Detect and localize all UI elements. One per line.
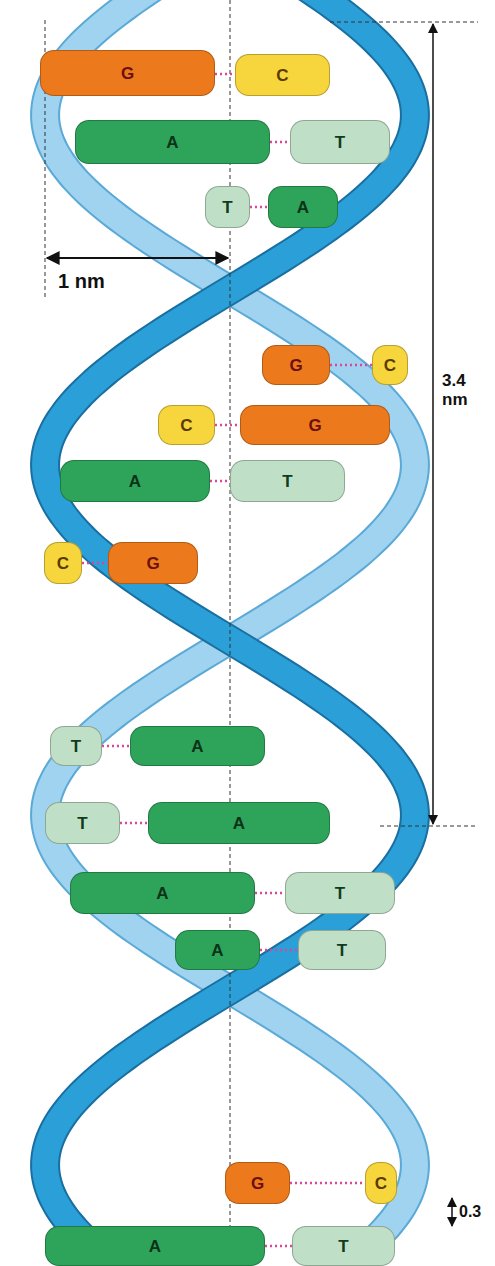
base-letter: T <box>338 1238 348 1255</box>
hydrogen-bond <box>290 1182 365 1185</box>
base-letter: G <box>308 417 321 434</box>
base-box: A <box>60 460 210 502</box>
base-box: T <box>292 1226 395 1266</box>
base-letter: T <box>222 199 232 216</box>
base-box: A <box>75 120 270 164</box>
dimension-arrow <box>451 1198 453 1226</box>
dimension-arrow <box>432 24 434 824</box>
base-letter: C <box>384 357 396 374</box>
base-box: T <box>298 930 386 970</box>
base-letter: C <box>375 1175 387 1192</box>
base-box: G <box>240 405 390 445</box>
dimension-label: 3.4 nm <box>442 372 482 409</box>
dimension-label: 1 nm <box>58 270 105 292</box>
base-letter: A <box>191 738 203 755</box>
base-box: C <box>44 542 82 584</box>
base-letter: A <box>166 134 178 151</box>
base-box: T <box>285 872 395 914</box>
base-box: T <box>230 460 345 502</box>
dimension-arrow <box>47 257 228 259</box>
hydrogen-bond <box>215 424 240 427</box>
base-box: C <box>372 345 408 385</box>
base-letter: A <box>211 942 223 959</box>
base-box: T <box>290 120 390 164</box>
hydrogen-bond <box>82 562 108 565</box>
base-box: C <box>365 1162 397 1204</box>
base-letter: A <box>129 473 141 490</box>
base-box: A <box>70 872 255 914</box>
base-box: G <box>40 50 215 96</box>
hydrogen-bond <box>270 141 290 144</box>
base-box: A <box>148 802 330 844</box>
backbone-strand <box>45 0 415 1266</box>
base-box: T <box>50 726 102 766</box>
base-letter: G <box>289 357 302 374</box>
base-box: G <box>262 345 330 385</box>
base-letter: T <box>335 885 345 902</box>
hydrogen-bond <box>250 206 268 209</box>
hydrogen-bond <box>215 73 235 76</box>
hydrogen-bond <box>260 949 298 952</box>
base-box: C <box>158 405 215 445</box>
hydrogen-bond <box>255 892 285 895</box>
base-box: G <box>108 542 198 584</box>
base-box: C <box>235 54 330 96</box>
backbone-strand <box>45 0 415 1266</box>
hydrogen-bond <box>120 822 148 825</box>
guide-line <box>380 826 478 827</box>
base-letter: G <box>251 1175 264 1192</box>
backbone-edge <box>45 0 415 1266</box>
base-letter: C <box>57 555 69 572</box>
base-letter: T <box>77 815 87 832</box>
base-box: A <box>175 930 260 970</box>
base-letter: T <box>282 473 292 490</box>
hydrogen-bond <box>102 745 130 748</box>
base-letter: G <box>146 555 159 572</box>
base-letter: C <box>276 67 288 84</box>
base-letter: A <box>233 815 245 832</box>
base-letter: A <box>297 199 309 216</box>
base-box: A <box>130 726 265 766</box>
backbone-edge <box>45 0 415 1266</box>
hydrogen-bond <box>265 1245 292 1248</box>
base-letter: A <box>149 1238 161 1255</box>
base-letter: C <box>180 417 192 434</box>
base-box: G <box>225 1162 290 1204</box>
base-box: T <box>205 186 250 228</box>
hydrogen-bond <box>210 480 230 483</box>
base-box: A <box>45 1226 265 1266</box>
helix-strands <box>45 0 415 1266</box>
base-letter: T <box>337 942 347 959</box>
guide-line <box>330 22 478 23</box>
base-box: T <box>45 802 120 844</box>
hydrogen-bond <box>330 364 372 367</box>
base-box: A <box>268 186 338 228</box>
base-letter: T <box>335 134 345 151</box>
base-letter: T <box>71 738 81 755</box>
base-letter: A <box>156 885 168 902</box>
dimension-label: 0.3 <box>459 1203 481 1221</box>
base-letter: G <box>121 65 134 82</box>
